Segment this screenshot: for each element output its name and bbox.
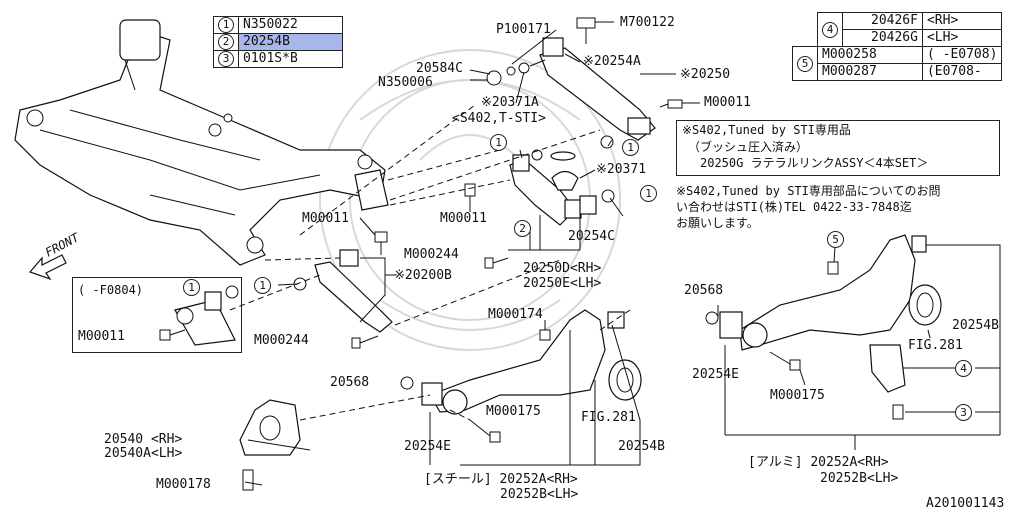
lower-link-20200b: [293, 231, 393, 349]
sti-inquiry-line-3: お願いします。: [676, 216, 759, 230]
legend-row-5b: M000287 (E0708-: [793, 63, 1003, 81]
rear-subframe: [14, 19, 389, 266]
label-20584c[interactable]: 20584C: [416, 61, 463, 76]
legend-table-left: 1 N350022 2 20254B 3 0101S*B: [213, 16, 343, 68]
sti-note-line-1: ※S402,Tuned by STI専用品: [682, 123, 851, 137]
legend-note: <LH>: [921, 29, 1003, 47]
leader-lines: [244, 21, 1001, 486]
label-20568-right[interactable]: 20568: [684, 283, 724, 298]
legend-num: 1: [218, 17, 234, 33]
callout-4[interactable]: 4: [955, 360, 972, 377]
sti-inquiry-line-1: ※S402,Tuned by STI専用部品についてのお問: [676, 184, 941, 198]
legend-num: 3: [218, 51, 234, 67]
label-20254a[interactable]: ※20254A: [583, 54, 641, 69]
legend-note: ( -E0708): [921, 46, 1003, 64]
label-fig281-right[interactable]: FIG.281: [908, 338, 963, 353]
label-m00011-mid[interactable]: M00011: [440, 211, 487, 226]
inset-note: ( -F0804): [78, 283, 144, 297]
aluminum-trailing-arm: [705, 234, 942, 420]
inset-box-f0804: [72, 277, 242, 353]
sti-note-line-3: 20250G ラテラルリンクASSY＜4本SET＞: [700, 156, 929, 170]
inset-bushing: [159, 285, 239, 346]
label-n350006[interactable]: N350006: [378, 75, 433, 90]
front-arrow: [28, 254, 67, 281]
callout-3[interactable]: 3: [955, 404, 972, 421]
legend-part: M000287: [817, 63, 923, 81]
legend-part: 20426F: [842, 12, 923, 30]
label-alu-20252a[interactable]: [アルミ] 20252A<RH>: [748, 455, 889, 470]
legend-note: (E0708-: [921, 63, 1003, 81]
legend-row-4a: 4 20426F <RH>: [793, 12, 1003, 47]
steel-trailing-arm: [400, 309, 642, 443]
sti-inquiry-line-2: い合わせはSTI(株)TEL 0422-33-7848迄: [676, 200, 912, 214]
label-20254c[interactable]: 20254C: [568, 229, 615, 244]
label-m000175-mid[interactable]: M000175: [486, 404, 541, 419]
label-20371[interactable]: ※20371: [596, 162, 647, 177]
label-fig281-mid[interactable]: FIG.281: [581, 410, 636, 425]
label-m700122[interactable]: M700122: [620, 15, 675, 30]
label-m000174[interactable]: M000174: [488, 307, 543, 322]
label-20254e-right[interactable]: 20254E: [692, 367, 739, 382]
legend-part: N350022: [238, 16, 343, 34]
callout-1-a[interactable]: 1: [490, 134, 507, 151]
legend-row-4b: 20426G <LH>: [793, 29, 1003, 47]
legend-row-5a: 5 M000258 ( -E0708): [792, 46, 1003, 81]
label-m000244-mid[interactable]: M000244: [404, 247, 459, 262]
label-steel-20252a[interactable]: [スチール] 20252A<RH>: [424, 472, 578, 487]
legend-table-right: 4 20426F <RH> 20426G <LH> 5 M000258 ( -E…: [792, 12, 1003, 81]
legend-part: 20426G: [842, 29, 923, 47]
label-steel-20252b[interactable]: 20252B<LH>: [500, 487, 579, 502]
callout-1-e[interactable]: 1: [183, 279, 200, 296]
callout-1-c[interactable]: 1: [640, 185, 657, 202]
legend-row-1: 1 N350022: [213, 16, 343, 34]
label-20568-mid[interactable]: 20568: [330, 375, 370, 390]
label-20250[interactable]: ※20250: [680, 67, 731, 82]
legend-note: <RH>: [921, 12, 1003, 30]
label-m00011-inset[interactable]: M00011: [78, 329, 125, 344]
dashed-guides: [229, 104, 631, 421]
upper-arm-20250: [486, 17, 683, 149]
label-m000178[interactable]: M000178: [156, 477, 211, 492]
diagram-id: A201001143: [926, 496, 1005, 511]
callout-1-d[interactable]: 1: [254, 277, 271, 294]
legend-row-3: 3 0101S*B: [213, 50, 343, 68]
legend-part: M000258: [817, 46, 923, 64]
label-20254b-right[interactable]: 20254B: [952, 318, 999, 333]
label-m00011-top[interactable]: M00011: [704, 95, 751, 110]
callout-1-b[interactable]: 1: [622, 139, 639, 156]
label-20200b[interactable]: ※20200B: [394, 268, 452, 283]
label-20371a[interactable]: ※20371A: [481, 95, 539, 110]
legend-num: 4: [822, 21, 838, 38]
label-m000175-right[interactable]: M000175: [770, 388, 825, 403]
label-20250e[interactable]: 20250E<LH>: [523, 276, 602, 291]
label-alu-20252b[interactable]: 20252B<LH>: [820, 471, 899, 486]
legend-row-2: 2 20254B: [213, 33, 343, 51]
sti-note-line-2: （ブッシュ圧入済み）: [688, 140, 809, 154]
callout-5[interactable]: 5: [827, 231, 844, 248]
callout-2[interactable]: 2: [514, 220, 531, 237]
label-20254b-mid[interactable]: 20254B: [618, 439, 665, 454]
sti-note-box: [676, 120, 1000, 176]
label-s402-tsti: <S402,T-STI>: [452, 111, 546, 126]
label-m00011-left[interactable]: M00011: [302, 211, 349, 226]
legend-part-highlighted[interactable]: 20254B: [238, 33, 343, 51]
label-20250d[interactable]: 20250D<RH>: [523, 261, 602, 276]
label-20254e-mid[interactable]: 20254E: [404, 439, 451, 454]
label-m000244-low[interactable]: M000244: [254, 333, 309, 348]
label-p100171[interactable]: P100171: [496, 22, 551, 37]
bracket-20540: [239, 399, 301, 491]
label-20540a[interactable]: 20540A<LH>: [104, 446, 183, 461]
legend-num: 5: [797, 55, 813, 72]
legend-num: 2: [218, 34, 234, 50]
label-20540[interactable]: 20540 <RH>: [104, 432, 183, 447]
legend-part: 0101S*B: [238, 50, 343, 68]
